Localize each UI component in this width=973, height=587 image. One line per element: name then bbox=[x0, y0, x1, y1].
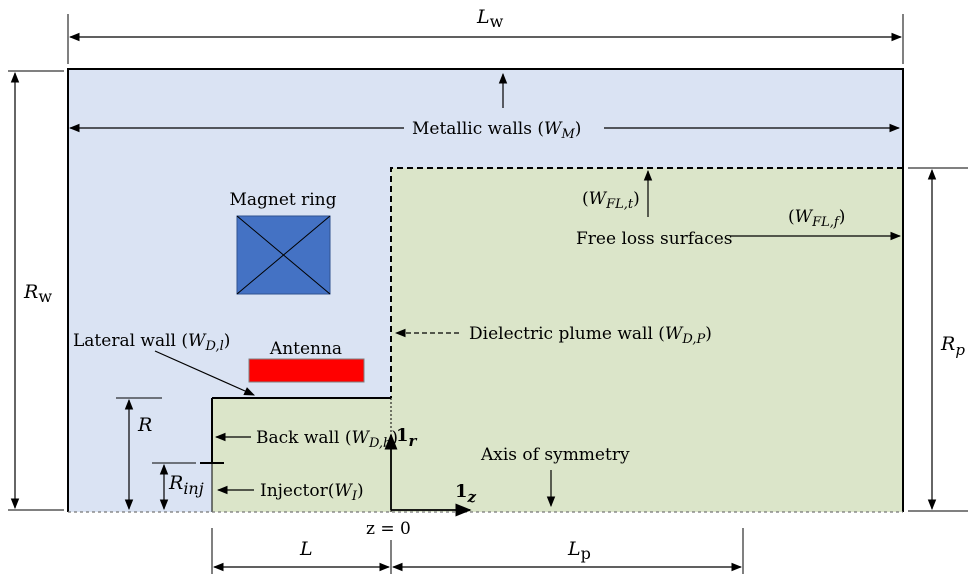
lw-label: Lw bbox=[476, 6, 504, 31]
plume-wall-label: Dielectric plume wall (WD,P) bbox=[469, 324, 712, 347]
rp-label: Rp bbox=[940, 333, 965, 359]
lp-label: Lp bbox=[567, 538, 591, 563]
metallic-walls-label: Metallic walls (WM) bbox=[412, 119, 581, 142]
lateral-wall-label: Lateral wall (WD,l) bbox=[73, 331, 230, 354]
rw-label: Rw bbox=[23, 281, 52, 306]
wflt-label: (WFL,t) bbox=[582, 189, 640, 212]
l-label: L bbox=[299, 538, 313, 560]
injector-label: Injector(WI) bbox=[260, 481, 364, 504]
rinj-label: Rinj bbox=[168, 472, 204, 498]
unit-r-label: 1r bbox=[396, 425, 418, 450]
z0-label: z = 0 bbox=[366, 519, 411, 539]
magnet-ring-label: Magnet ring bbox=[229, 190, 336, 210]
unit-z-label: 1z bbox=[455, 481, 477, 506]
antenna bbox=[248, 358, 365, 383]
wflf-label: (WFL,f) bbox=[788, 207, 845, 230]
antenna-label: Antenna bbox=[269, 339, 342, 359]
dielectric-plume-wall bbox=[390, 167, 903, 398]
axis-symmetry-label: Axis of symmetry bbox=[480, 445, 630, 465]
lateral-wall-pointer bbox=[154, 350, 255, 396]
plume-region bbox=[212, 168, 903, 512]
magnet-cross-2 bbox=[236, 215, 331, 295]
free-loss-label: Free loss surfaces bbox=[576, 229, 733, 249]
r-label: R bbox=[137, 414, 152, 436]
metallic-wall-boundary bbox=[67, 68, 904, 512]
